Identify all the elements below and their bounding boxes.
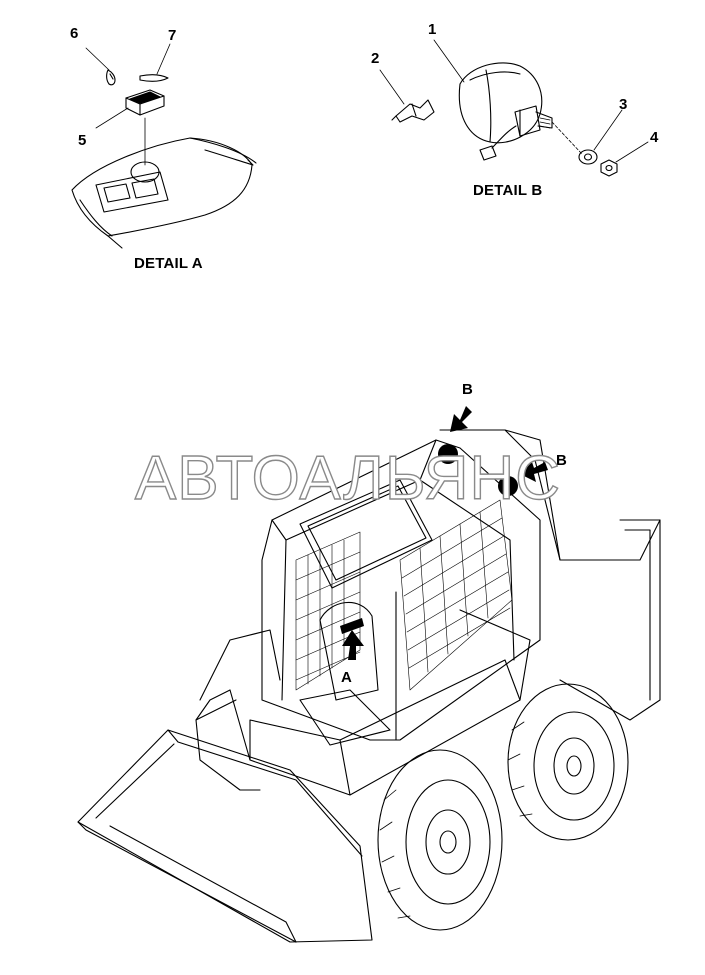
wheel-rear: [507, 683, 629, 841]
detail-b-illustration: [379, 39, 649, 177]
callout-3: 3: [619, 96, 628, 113]
detail-b-title: DETAIL B: [473, 182, 543, 199]
arrow-label-b-top: B: [462, 381, 473, 398]
pointer-arrow-a: [342, 630, 364, 660]
pointer-arrow-b-right: [520, 462, 548, 482]
wheel-front: [377, 749, 503, 931]
watermark-text: АВТОАЛЬЯНС: [134, 444, 562, 513]
pointer-arrow-b-top: [450, 406, 472, 432]
callout-5: 5: [78, 132, 87, 149]
callout-1: 1: [428, 21, 437, 38]
callout-7: 7: [168, 27, 177, 44]
arrow-label-b-right: B: [556, 452, 567, 469]
callout-4: 4: [650, 129, 659, 146]
detail-a-illustration: [71, 43, 257, 249]
arrow-label-a: A: [341, 669, 352, 686]
callout-6: 6: [70, 25, 79, 42]
detail-a-title: DETAIL A: [134, 255, 203, 272]
callout-2: 2: [371, 50, 380, 67]
skid-steer-loader: [77, 429, 661, 943]
